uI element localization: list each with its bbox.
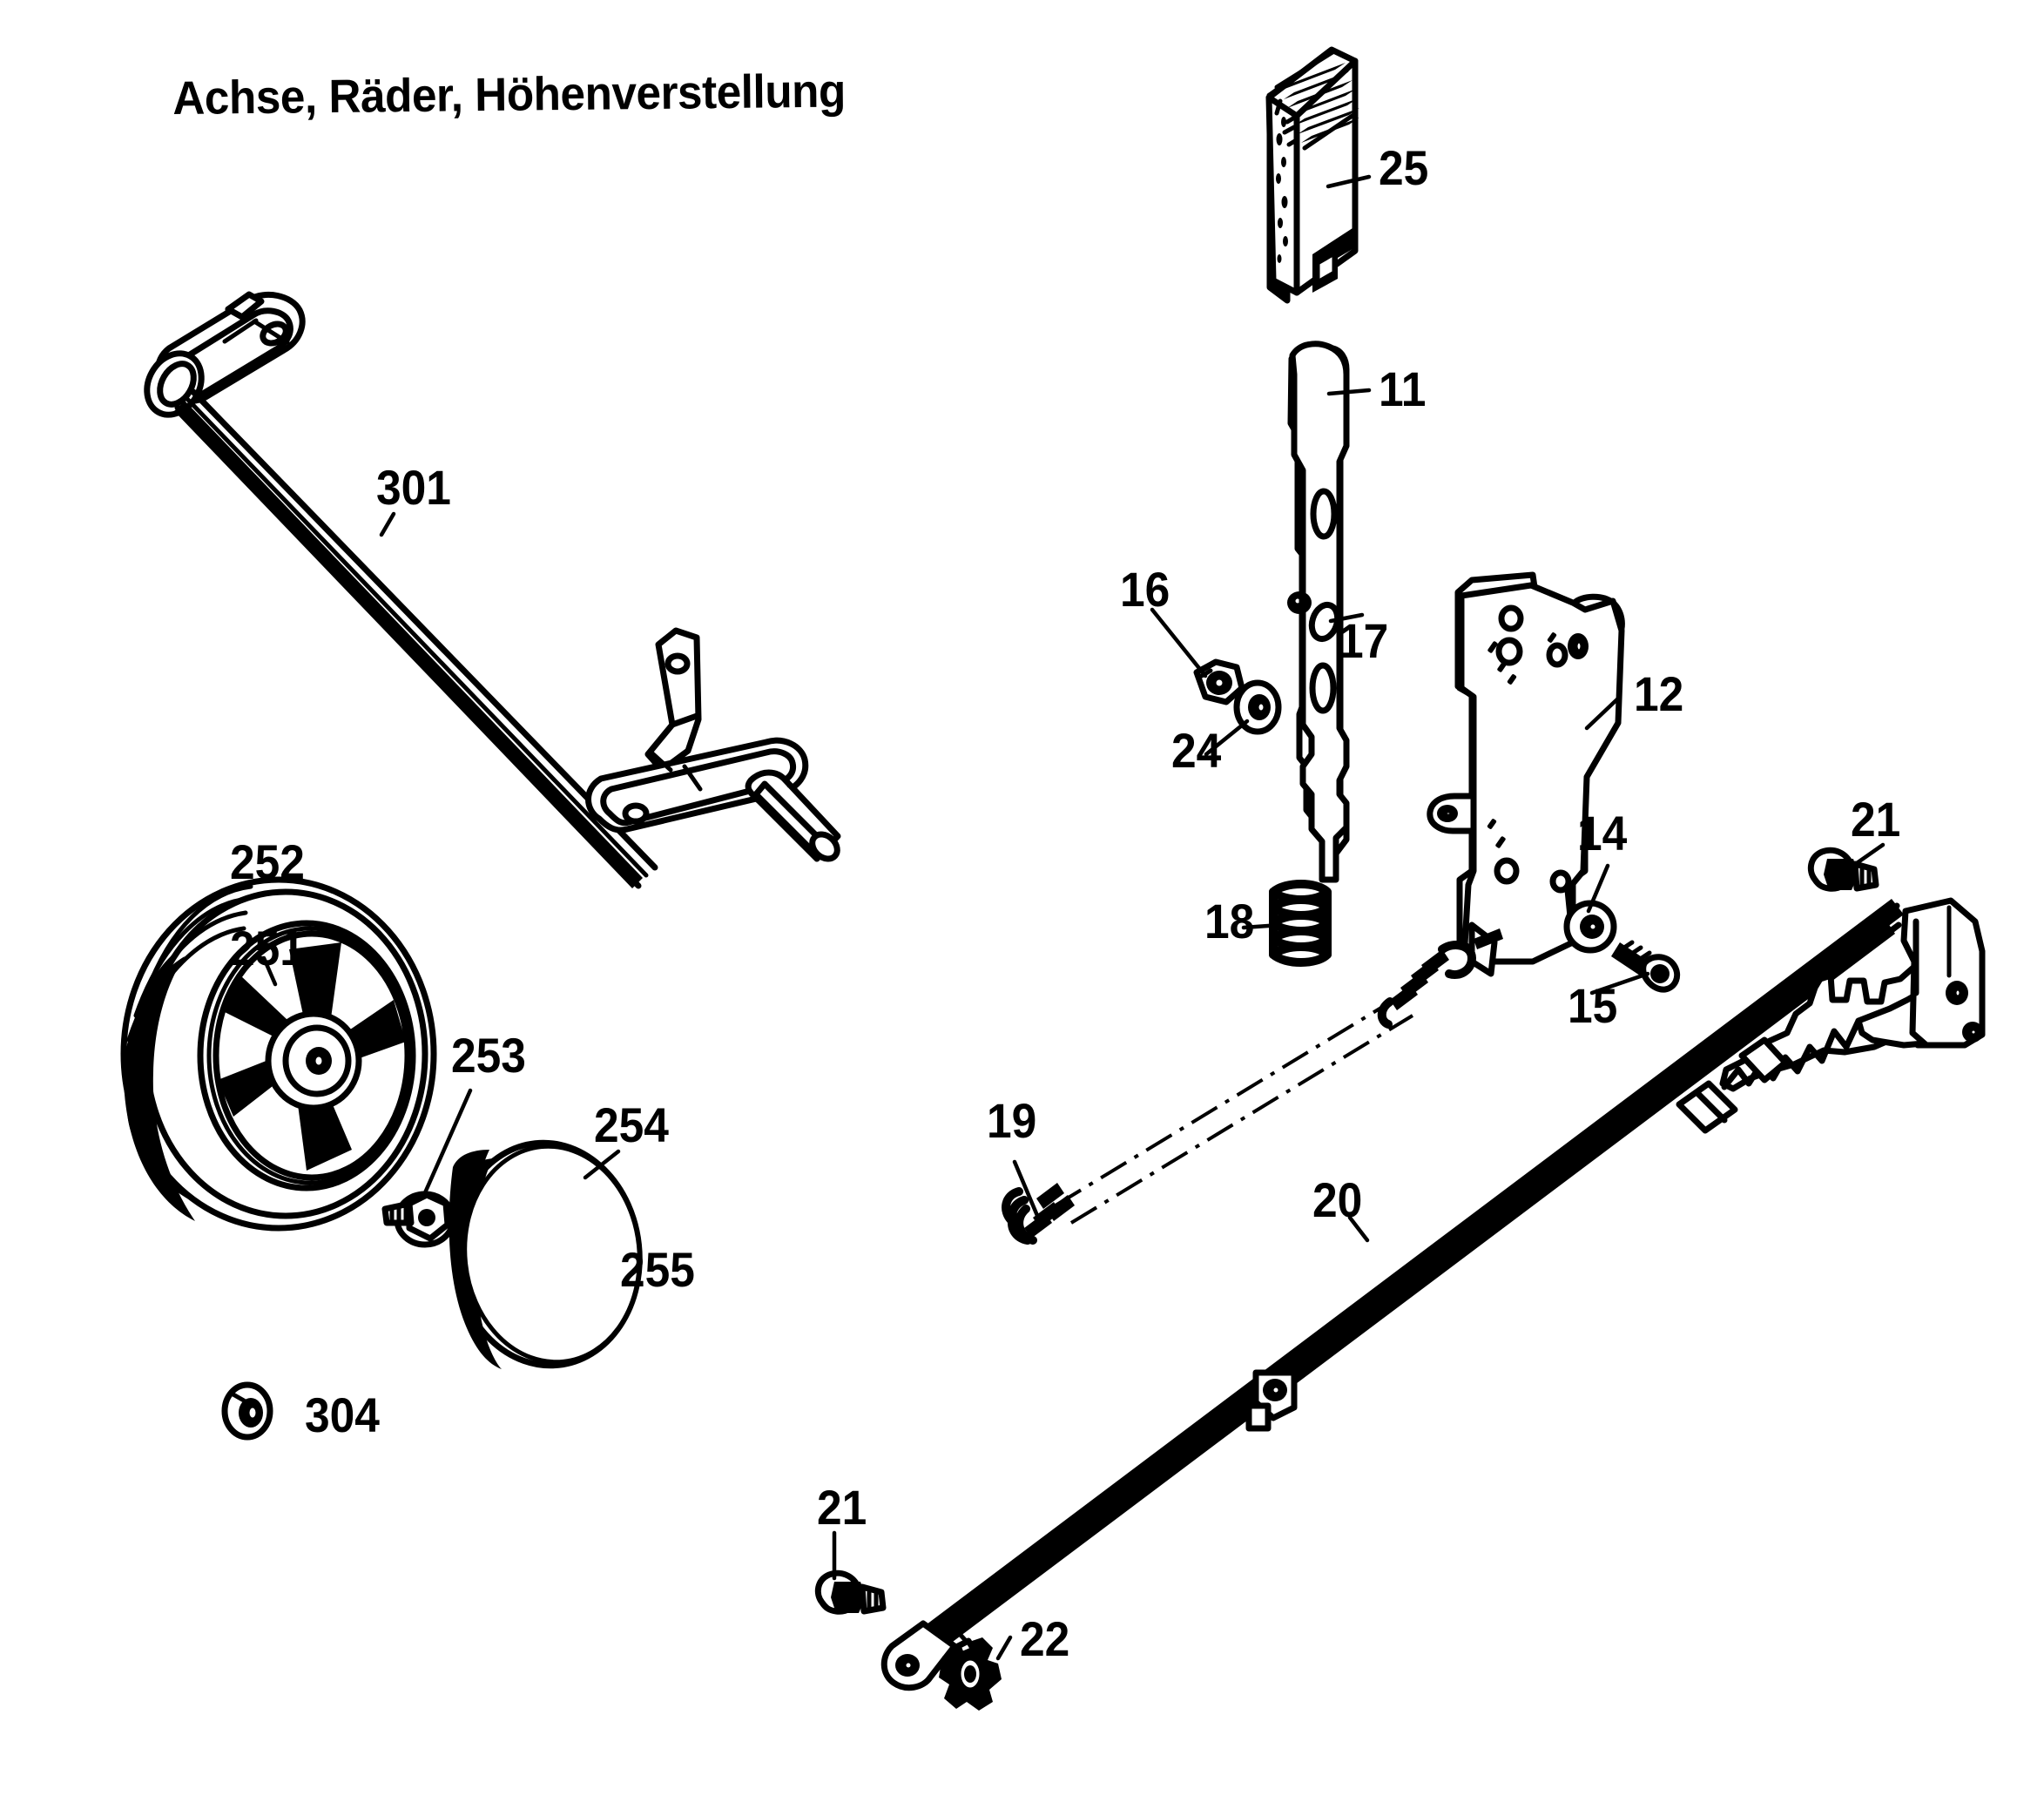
callout-12: 12 — [1634, 666, 1684, 721]
callout-17: 17 — [1339, 613, 1389, 668]
part-16-hex-nut — [1150, 607, 1245, 705]
callout-251: 251 — [230, 921, 305, 975]
callout-21-lower: 21 — [817, 1480, 867, 1535]
callout-255: 255 — [620, 1242, 695, 1297]
callout-19: 19 — [987, 1093, 1037, 1148]
callout-24: 24 — [1171, 723, 1222, 778]
part-12-mounting-bracket — [1427, 571, 1625, 977]
part-21-shoulder-bolt-upper — [1807, 842, 1885, 892]
callout-301: 301 — [376, 460, 451, 515]
callout-11: 11 — [1379, 361, 1427, 416]
callout-25: 25 — [1379, 140, 1429, 195]
part-20-height-adjust-bar — [880, 897, 1986, 1691]
callout-254: 254 — [594, 1097, 669, 1152]
callout-22: 22 — [1020, 1611, 1070, 1666]
callout-252: 252 — [230, 834, 305, 889]
callout-15: 15 — [1568, 978, 1618, 1033]
part-25-handle-grip-block — [1265, 46, 1372, 304]
callout-14: 14 — [1577, 806, 1628, 861]
part-253-wheel-nut — [381, 1088, 473, 1248]
part-18-compression-spring — [1241, 880, 1332, 967]
part-15-hex-bolt — [1589, 940, 1681, 996]
callout-253: 253 — [451, 1028, 526, 1083]
part-14-flat-washer — [1563, 863, 1617, 954]
part-251-252-wheel-assembly — [120, 876, 437, 1232]
part-19-tension-spring — [1002, 941, 1476, 1245]
part-24-washer — [1204, 679, 1282, 757]
callout-16: 16 — [1120, 562, 1170, 617]
part-22-retaining-clip — [939, 1635, 1013, 1711]
part-11-height-adjust-lever — [1287, 341, 1372, 883]
callout-304: 304 — [305, 1387, 380, 1442]
part-304-small-washer — [221, 1381, 273, 1441]
callout-18: 18 — [1204, 894, 1255, 948]
callout-21-upper: 21 — [1851, 792, 1901, 847]
part-254-255-hub-cap — [449, 1139, 643, 1369]
part-21-shoulder-bolt-lower — [814, 1530, 887, 1615]
callout-20: 20 — [1312, 1172, 1363, 1227]
part-301-axle-rod-assembly — [144, 291, 841, 889]
